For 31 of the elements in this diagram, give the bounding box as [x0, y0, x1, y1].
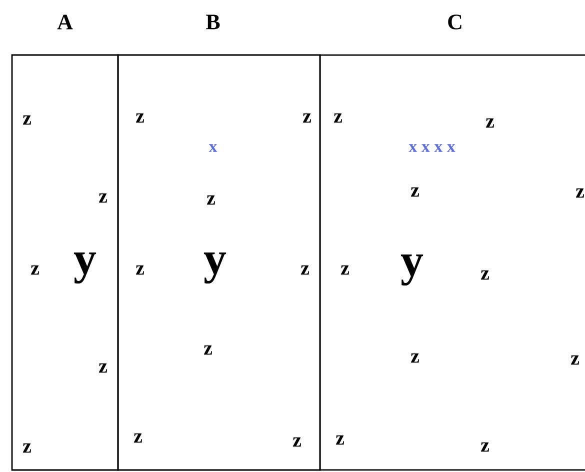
panel-heading: C — [448, 14, 462, 30]
letter: z — [292, 437, 301, 447]
letter: z — [206, 195, 215, 205]
letter: z — [486, 118, 494, 128]
panel-heading: A — [57, 14, 73, 30]
letter: y — [204, 252, 226, 284]
letter: z — [336, 435, 344, 445]
letter: z — [302, 113, 311, 123]
letter: z — [410, 353, 419, 363]
letter: z — [576, 188, 584, 198]
letter: z — [136, 265, 144, 275]
panel-heading: B — [206, 14, 220, 30]
letter: z — [204, 345, 212, 355]
letter: y — [74, 252, 96, 284]
letter: z — [570, 355, 579, 365]
letter: z — [30, 265, 39, 275]
letter: z — [300, 265, 309, 275]
letter: z — [334, 113, 342, 123]
letter: x x x x — [408, 144, 456, 152]
letter: z — [22, 443, 31, 453]
letter: z — [134, 433, 142, 443]
letter: y — [400, 254, 424, 286]
letter: z — [98, 193, 107, 203]
letter: z — [410, 187, 419, 197]
letter: z — [98, 363, 107, 373]
letter: z — [22, 115, 31, 125]
letter: x — [208, 144, 218, 152]
letter: z — [340, 265, 349, 275]
letter: z — [480, 442, 489, 452]
letter: z — [136, 113, 144, 123]
letter: z — [480, 270, 489, 280]
